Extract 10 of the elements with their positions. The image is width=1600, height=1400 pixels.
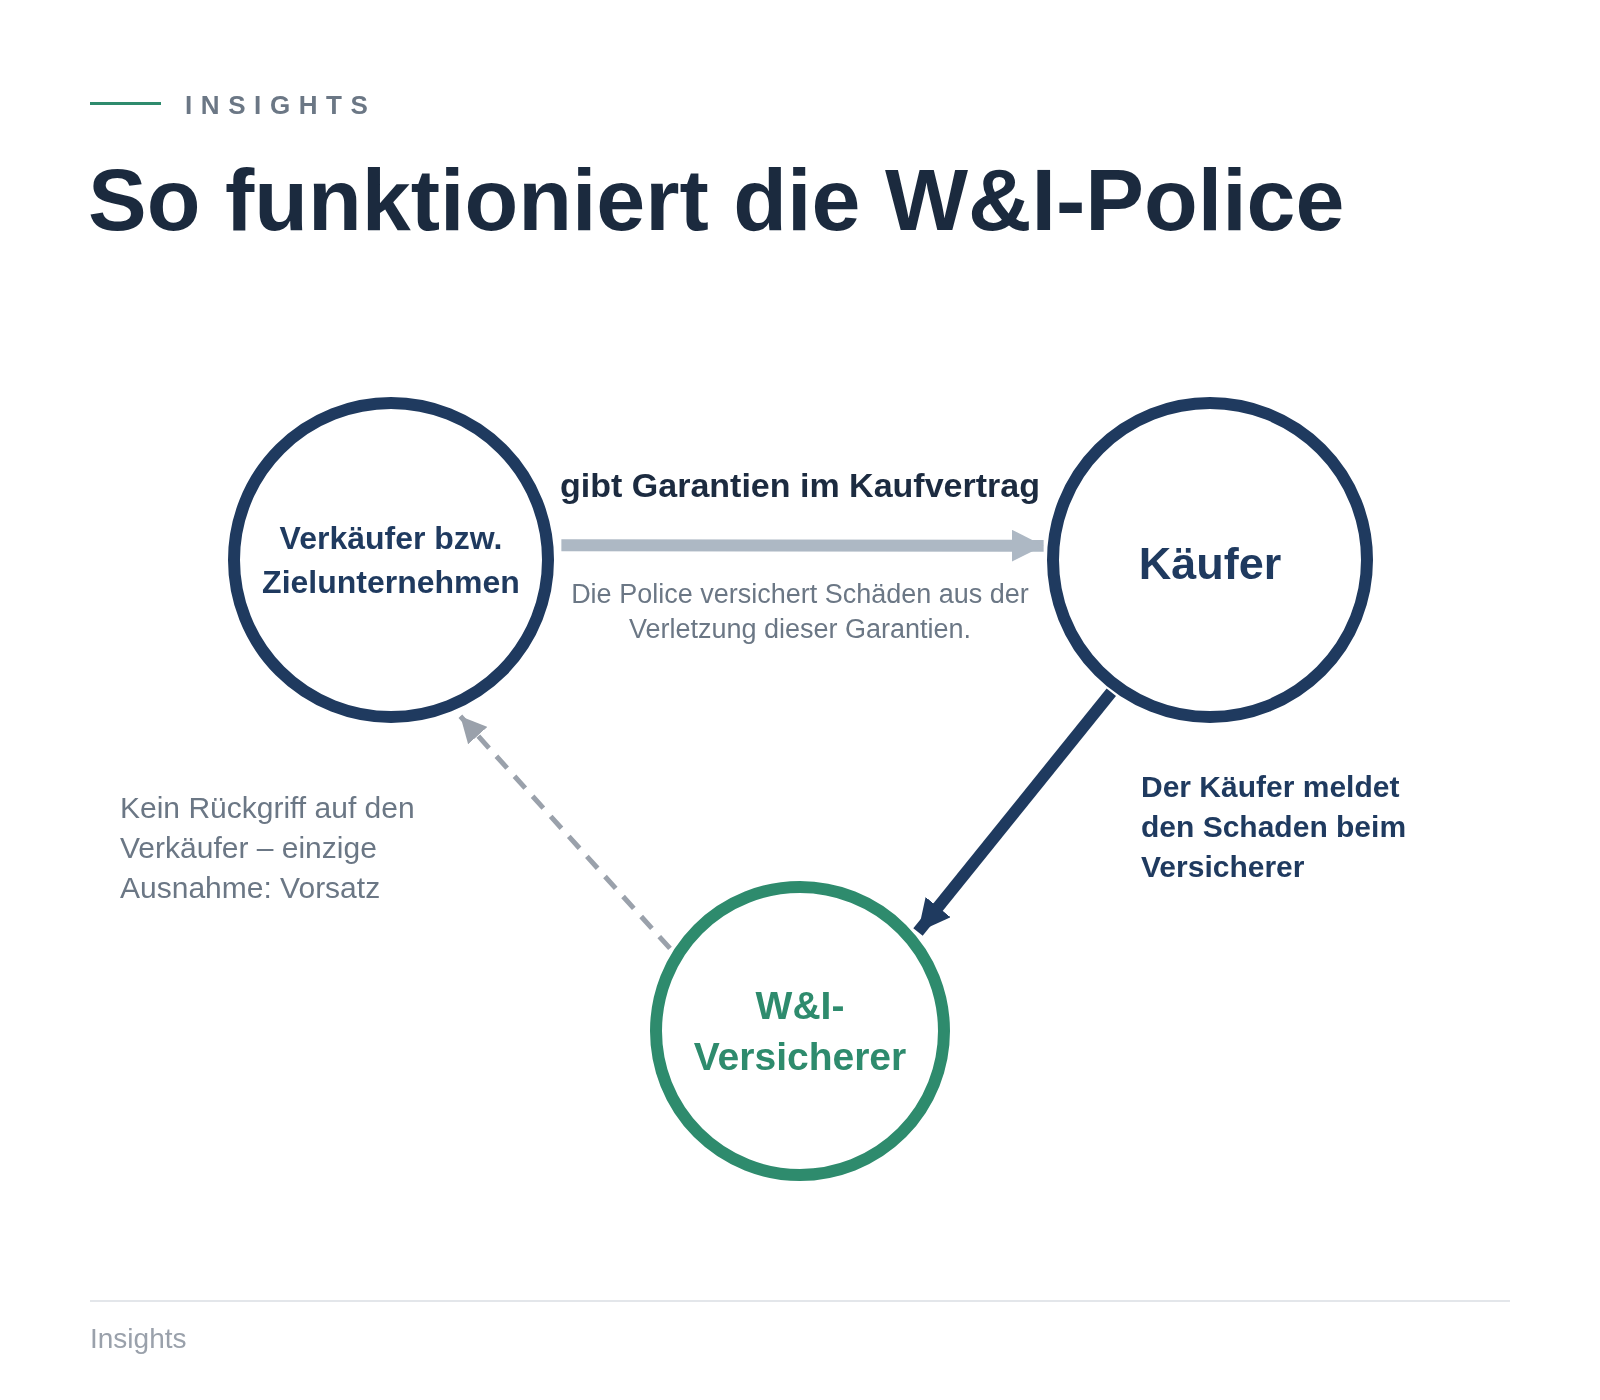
- node-label: Käufer: [1138, 537, 1282, 590]
- arrow: [561, 529, 1044, 562]
- footer-text: Insights: [90, 1323, 187, 1355]
- section-label: INSIGHTS: [185, 90, 377, 120]
- diagram-title: So funktioniert die W&I-Police: [88, 156, 1345, 244]
- dashed-arrow: [458, 714, 672, 951]
- node-label: W&I-Versicherer: [692, 983, 908, 1080]
- note-text: Die Police versichert Schäden aus der Verletzung dieser Garantien.: [570, 578, 1030, 646]
- arrow: [913, 688, 1116, 936]
- node-label: Verkäufer bzw. Zielunternehmen: [261, 519, 521, 602]
